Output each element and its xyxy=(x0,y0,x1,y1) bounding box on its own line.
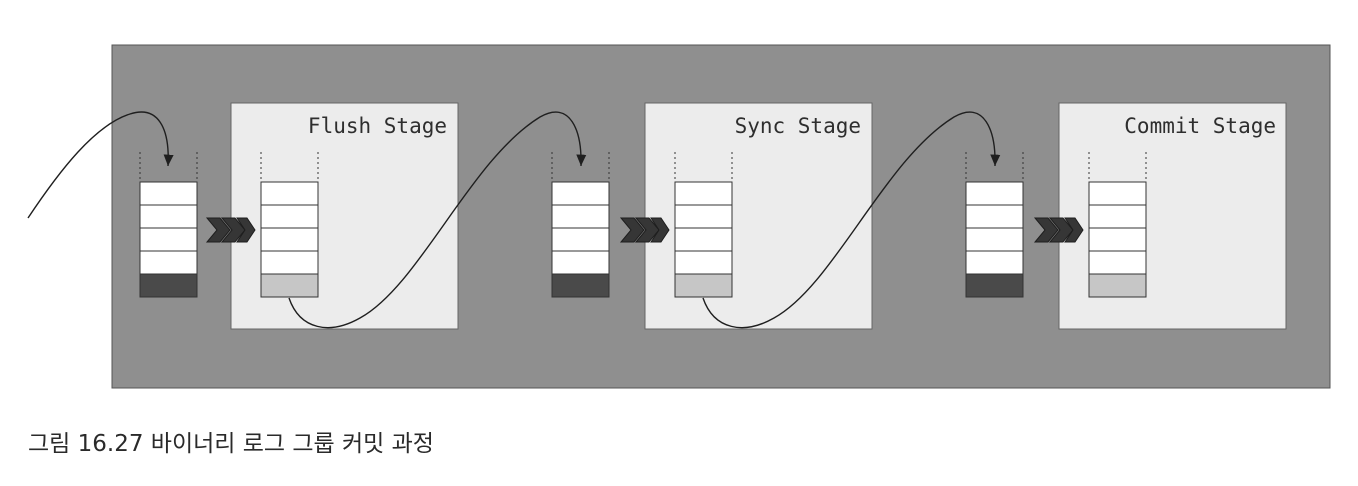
queue-flush xyxy=(260,152,319,298)
queue-slot xyxy=(674,227,733,252)
queue-slot xyxy=(1088,204,1147,229)
queue-before-sync xyxy=(551,152,610,298)
queue-slot xyxy=(139,227,198,252)
queue-before-flush xyxy=(139,152,198,298)
flow-arrow-flush-to-sync xyxy=(288,111,587,329)
queue-slot-filled xyxy=(674,273,733,298)
stage-title: Sync Stage xyxy=(735,114,861,138)
flow-arrow-sync-to-commit xyxy=(702,111,1001,329)
queue-slot xyxy=(551,204,610,229)
queue-slot-filled xyxy=(139,273,198,298)
chevron-arrow-icon xyxy=(1033,217,1084,243)
queue-slot xyxy=(260,227,319,252)
figure-label: 그림 16.27 xyxy=(28,431,144,457)
stage-title: Flush Stage xyxy=(308,114,447,138)
queue-slot xyxy=(1088,250,1147,275)
queue-slot-filled xyxy=(965,273,1024,298)
queue-slot-filled xyxy=(551,273,610,298)
queue-slot xyxy=(1088,181,1147,206)
queue-slot xyxy=(139,181,198,206)
figure-caption-text: 바이너리 로그 그룹 커밋 과정 xyxy=(150,431,434,457)
queue-slot xyxy=(551,181,610,206)
queue-slot xyxy=(965,181,1024,206)
flow-arrow-incoming xyxy=(27,111,174,219)
queue-slot xyxy=(551,250,610,275)
queue-slot xyxy=(260,181,319,206)
queue-slot xyxy=(551,227,610,252)
stage-title: Commit Stage xyxy=(1124,114,1276,138)
queue-slot xyxy=(260,204,319,229)
queue-slot xyxy=(260,250,319,275)
chevron-arrow-icon xyxy=(619,217,670,243)
queue-slot xyxy=(965,204,1024,229)
queue-sync xyxy=(674,152,733,298)
queue-slot xyxy=(965,250,1024,275)
queue-slot xyxy=(674,204,733,229)
queue-slot-filled xyxy=(1088,273,1147,298)
queue-slot xyxy=(674,250,733,275)
queue-slot-filled xyxy=(260,273,319,298)
queue-slot xyxy=(965,227,1024,252)
queue-slot xyxy=(674,181,733,206)
queue-commit xyxy=(1088,152,1147,298)
chevron-arrow-icon xyxy=(205,217,256,243)
queue-before-commit xyxy=(965,152,1024,298)
figure-caption: 그림 16.27 바이너리 로그 그룹 커밋 과정 xyxy=(28,424,434,458)
queue-slot xyxy=(1088,227,1147,252)
queue-slot xyxy=(139,250,198,275)
queue-slot xyxy=(139,204,198,229)
